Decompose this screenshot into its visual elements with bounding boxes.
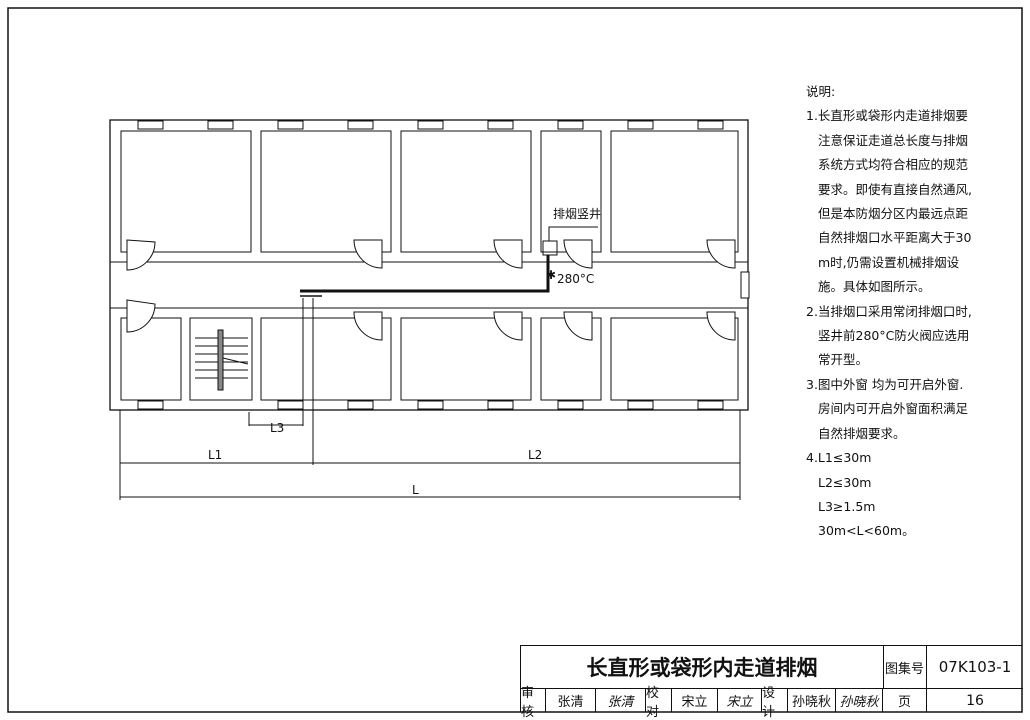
note-line: 常开型。 [818,352,869,368]
note-line: 房间内可开启外窗面积满足 [818,401,969,417]
notes-heading: 说明: [806,84,836,99]
damper-label: 280°C [557,272,594,286]
designer-name: 孙晓秋 [788,688,836,712]
reviewer-signature: 张清 [596,688,646,712]
dim-l2-label: L2 [528,448,542,462]
windows [137,120,750,410]
design-label: 设计 [762,686,788,720]
note-line: L2≤30m [818,474,872,490]
note-line: 3.图中外窗 均为可开启外窗. [806,376,964,392]
checker-name: 宋立 [672,688,718,712]
atlas-label: 图集号 [883,646,927,688]
shaft-label: 排烟竖井 [553,207,601,221]
doors [126,239,736,341]
dim-l1-label: L1 [208,448,222,462]
note-line: 1.长直形或袋形内走道排烟要 [806,108,968,124]
note-line: L3≥1.5m [818,498,876,514]
note-line: 自然排烟要求。 [818,425,906,441]
designer-signature: 孙晓秋 [836,688,883,712]
floor-plan: ✱ [109,119,750,500]
fire-damper-icon: ✱ [546,268,556,282]
bottom-rooms [120,317,739,401]
stairwell [189,317,253,401]
note-line: 自然排烟口水平距离大于30 [818,230,972,246]
note-line: m时,仍需设置机械排烟设 [818,254,960,270]
note-line: 但是本防烟分区内最远点距 [818,206,969,222]
note-line: 30m<L<60m。 [818,523,915,539]
dimensions [119,298,741,500]
review-label: 审核 [521,686,546,720]
stairs [195,329,249,391]
note-line: 系统方式均符合相应的规范 [818,157,969,173]
page-label: 页 [883,688,927,712]
dim-l-label: L [412,483,419,497]
note-line: 要求。即使有直接自然通风, [818,181,972,197]
note-line: 竖井前280°C防火阀应选用 [818,328,970,344]
sheet-border [7,7,1023,713]
drawing-title: 长直形或袋形内走道排烟 [521,646,884,688]
reviewer-name: 张清 [546,688,596,712]
note-line: 施。具体如图所示。 [818,279,931,295]
notes: 说明: 1.长直形或袋形内走道排烟要 注意保证走道总长度与排烟 系统方式均符合相… [806,80,972,544]
checker-signature: 宋立 [718,688,762,712]
atlas-number: 07K103-1 [938,658,1012,676]
shaft-leader [548,226,598,241]
top-rooms [120,130,739,253]
building-outline [109,119,749,411]
note-line: 2.当排烟口采用常闭排烟口时, [806,303,972,319]
smoke-exhaust-duct [300,255,550,293]
note-line: 注意保证走道总长度与排烟 [818,132,969,148]
page-number: 16 [927,688,1023,712]
smoke-shaft [542,240,558,256]
dim-l3-label: L3 [270,421,284,435]
note-line: 4.L1≤30m [806,450,872,466]
check-label: 校对 [646,686,672,720]
title-block: 长直形或袋形内走道排烟 图集号 07K103-1 审核 张清 张清 校对 宋立 … [520,645,1023,720]
